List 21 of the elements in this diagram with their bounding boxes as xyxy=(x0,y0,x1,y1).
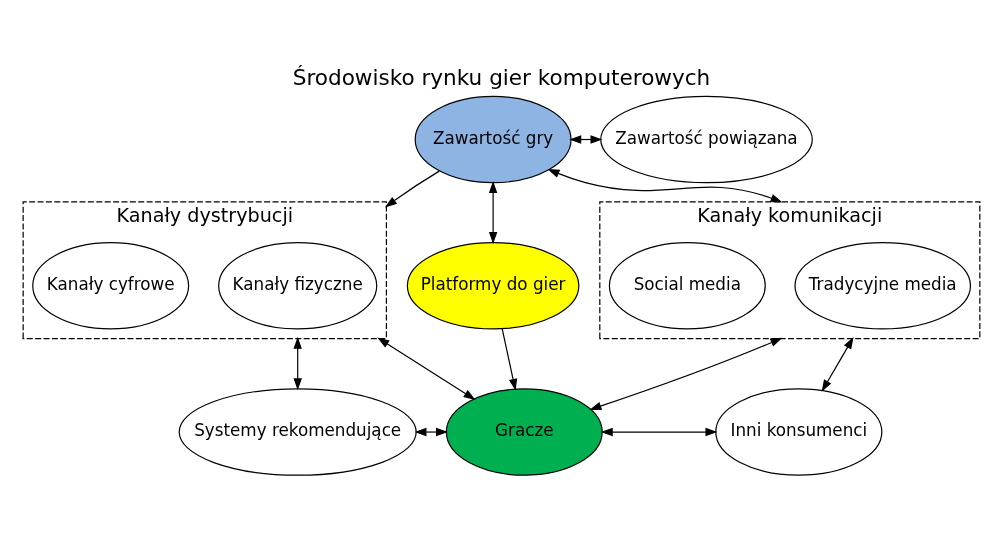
arrow xyxy=(569,134,603,144)
arrow xyxy=(488,180,498,244)
arrow xyxy=(414,427,449,436)
arrow xyxy=(821,336,854,392)
diagram-title: Środowisko rynku gier komputerowych xyxy=(292,64,711,90)
arrow xyxy=(501,327,518,391)
node-ellipse: Zawartość gry xyxy=(414,95,572,183)
arrow xyxy=(600,427,718,436)
node-ellipse: Platformy do gier xyxy=(406,241,580,330)
node-ellipse: Kanały cyfrowe xyxy=(32,241,190,330)
node-ellipse: Zawartość powiązana xyxy=(600,95,813,183)
node-ellipse: Systemy rekomendujące xyxy=(178,387,417,476)
node-ellipse: Kanały fizyczne xyxy=(218,241,378,330)
arrow xyxy=(377,337,476,400)
node-ellipse: Tradycyjne media xyxy=(794,241,972,330)
node-ellipse: Social media xyxy=(608,241,766,330)
node-ellipse: Inni konsumenci xyxy=(715,387,883,476)
arrow xyxy=(547,168,783,202)
arrow xyxy=(589,337,783,410)
arrow xyxy=(293,336,302,390)
arrow xyxy=(384,170,440,207)
